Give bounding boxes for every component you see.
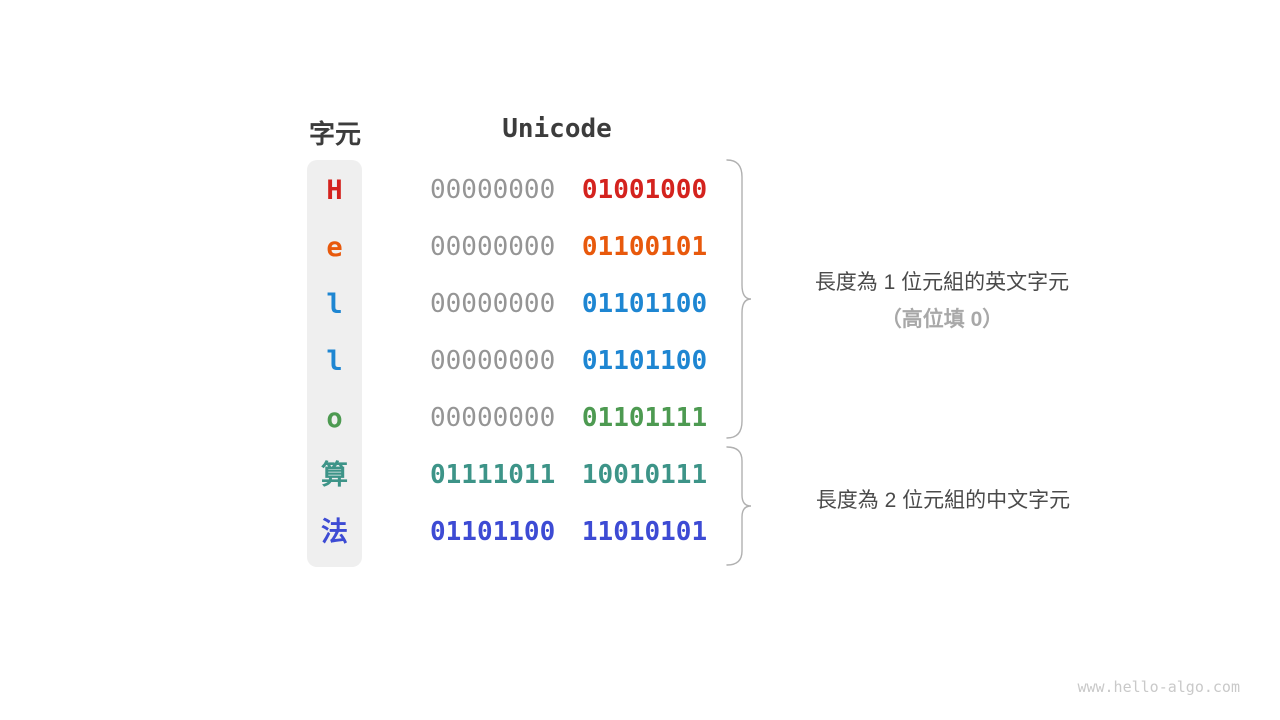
high-byte: 00000000 bbox=[430, 289, 556, 319]
char-cell: o bbox=[326, 403, 343, 434]
annotation-chinese-chars: 長度為 2 位元組的中文字元 bbox=[763, 487, 1123, 514]
table-row: l 00000000 01101100 bbox=[307, 333, 707, 390]
char-column-background bbox=[307, 160, 362, 567]
unicode-bits: 00000000 01001000 bbox=[430, 162, 707, 219]
table-row: o 00000000 01101111 bbox=[307, 390, 707, 447]
annotation-english-line1: 長度為 1 位元組的英文字元 bbox=[814, 271, 1070, 294]
unicode-bits: 01111011 10010111 bbox=[430, 447, 707, 504]
table-row: H 00000000 01001000 bbox=[307, 162, 707, 219]
high-byte: 00000000 bbox=[430, 403, 556, 433]
low-byte: 01101100 bbox=[581, 346, 708, 376]
high-byte: 01101100 bbox=[430, 517, 556, 547]
unicode-column-header: Unicode bbox=[502, 114, 612, 144]
watermark: www.hello-algo.com bbox=[1077, 678, 1240, 696]
high-byte: 00000000 bbox=[430, 346, 556, 376]
annotation-english-line2: （高位填 0） bbox=[880, 308, 1004, 331]
table-row: 法 01101100 11010101 bbox=[307, 504, 707, 561]
low-byte: 11010101 bbox=[581, 517, 708, 547]
char-cell: l bbox=[326, 289, 343, 320]
unicode-bits: 00000000 01101100 bbox=[430, 276, 707, 333]
char-column-header: 字元 bbox=[308, 119, 361, 149]
char-cell: H bbox=[326, 175, 343, 206]
brace-chinese-group bbox=[726, 446, 752, 566]
low-byte: 01101111 bbox=[581, 403, 708, 433]
table-row: e 00000000 01100101 bbox=[307, 219, 707, 276]
unicode-bits: 00000000 01100101 bbox=[430, 219, 707, 276]
char-cell: 法 bbox=[321, 517, 348, 548]
low-byte: 01101100 bbox=[581, 289, 708, 319]
annotation-chinese-line1: 長度為 2 位元組的中文字元 bbox=[815, 489, 1071, 512]
annotation-english-chars: 長度為 1 位元組的英文字元 （高位填 0） bbox=[762, 269, 1122, 333]
high-byte: 00000000 bbox=[430, 175, 556, 205]
table-row: l 00000000 01101100 bbox=[307, 276, 707, 333]
low-byte: 01100101 bbox=[581, 232, 708, 262]
table-row: 算 01111011 10010111 bbox=[307, 447, 707, 504]
unicode-bits: 00000000 01101100 bbox=[430, 333, 707, 390]
brace-english-group bbox=[726, 159, 752, 439]
low-byte: 10010111 bbox=[581, 460, 708, 490]
unicode-bits: 01101100 11010101 bbox=[430, 504, 707, 561]
char-cell: 算 bbox=[321, 460, 348, 491]
high-byte: 01111011 bbox=[430, 460, 556, 490]
unicode-bits: 00000000 01101111 bbox=[430, 390, 707, 447]
low-byte: 01001000 bbox=[581, 175, 708, 205]
encoding-table: H 00000000 01001000 e 00000000 01100101 … bbox=[307, 162, 707, 561]
high-byte: 00000000 bbox=[430, 232, 556, 262]
char-cell: e bbox=[326, 232, 343, 263]
char-cell: l bbox=[326, 346, 343, 377]
